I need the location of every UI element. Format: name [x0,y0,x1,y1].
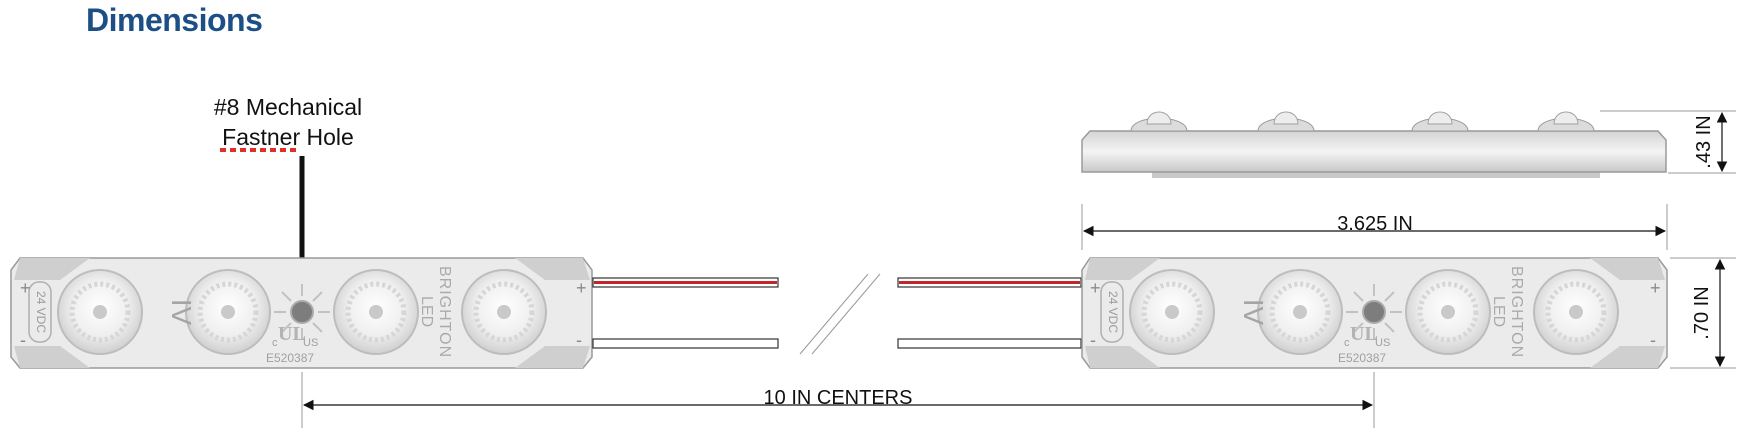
cert-us: US [1375,337,1390,349]
dimension-centers: 10 IN CENTERS [301,372,1375,428]
dimension-length: 3.625 IN [1081,204,1668,250]
voltage-badge: 24 VDC [1100,281,1124,343]
dimension-width: .70 IN [1670,257,1736,369]
cert-us: US [303,337,318,349]
wire-white-left [592,338,779,349]
led-lens [57,269,143,355]
led-lens [333,269,419,355]
dimension-width-label: .70 IN [1691,286,1713,339]
terminal-minus: - [576,330,582,350]
module-corner-br [515,346,590,368]
page-title: Dimensions [86,2,263,38]
led-lens [185,269,271,355]
logo-mark: IV [1238,299,1269,326]
terminal-plus: + [1650,278,1661,298]
module-corner-bl [14,346,90,368]
module-corner-bl [1085,346,1160,368]
ul-mark-icon: UL [278,323,306,345]
cert-number: E520387 [1338,351,1386,365]
led-lens [1129,269,1215,355]
callout-line-1: #8 Mechanical [213,94,363,120]
terminal-plus: + [1090,278,1101,298]
ul-mark-icon: UL [1350,323,1378,345]
terminal-plus: + [20,278,31,298]
dimension-height: .43 IN [1600,110,1736,174]
terminal-minus: - [1090,330,1096,350]
logo-mark: IV [166,299,197,326]
module-corner-tl [1085,258,1160,280]
led-lens [1257,269,1343,355]
break-line [799,273,869,355]
wire-white-right [897,338,1082,349]
side-view-board [1081,130,1667,173]
dimension-centers-label: 10 IN CENTERS [764,387,913,409]
terminal-minus: - [1650,330,1656,350]
led-module-side-view [1081,111,1667,178]
svg-text:24 VDC: 24 VDC [34,291,48,333]
brand-label-led: LED [418,296,435,327]
module-corner-tl [14,258,90,280]
terminal-plus: + [576,278,587,298]
break-line [811,273,881,355]
svg-text:24 VDC: 24 VDC [1106,291,1120,333]
brand-label-led: LED [1490,296,1507,327]
led-module-left: IV 24 VDC BRIGHTON LED c UL US E520387 +… [10,257,593,369]
led-lens [461,269,547,355]
module-corner-br [1590,346,1665,368]
wire-red-right [897,277,1082,288]
fastener-hole [1346,284,1402,340]
led-lens [1533,269,1619,355]
brand-label: BRIGHTON [436,266,453,358]
wire-red-left [592,277,779,288]
dimension-length-label: 3.625 IN [1337,213,1413,235]
terminal-minus: - [20,330,26,350]
fastener-hole-callout: #8 Mechanical Fastner Hole [188,92,388,152]
module-corner-tr [515,258,590,280]
brand-label: BRIGHTON [1508,266,1525,358]
cert-number: E520387 [266,351,314,365]
dimension-height-label: .43 IN [1693,115,1715,168]
led-module-right: IV 24 VDC BRIGHTON LED c UL US E520387 +… [1081,257,1668,369]
cert-c: c [1344,337,1350,349]
voltage-badge: 24 VDC [28,281,52,343]
led-lens [1405,269,1491,355]
cert-c: c [272,337,278,349]
callout-line-2: Fastner Hole [222,124,354,150]
module-corner-tr [1590,258,1665,280]
fastener-hole [274,284,330,340]
